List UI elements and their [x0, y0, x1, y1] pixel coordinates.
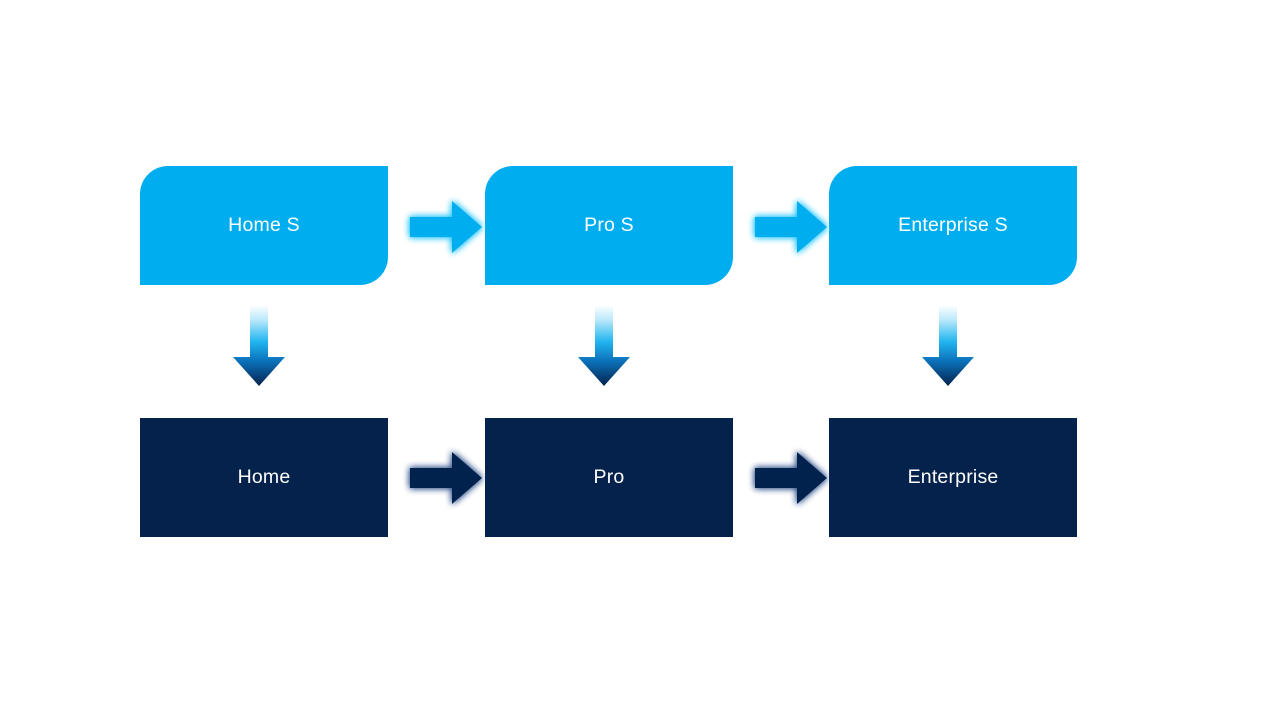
arrow-right-icon-home-s-to-pro-s: [404, 196, 488, 258]
arrow-down-icon-home-s-to-home: [230, 303, 288, 389]
node-pro-s-label: Pro S: [584, 213, 634, 236]
node-enterprise[interactable]: Enterprise: [829, 418, 1077, 537]
node-enterprise-label: Enterprise: [907, 465, 999, 488]
node-enterprise-s[interactable]: Enterprise S: [829, 166, 1077, 285]
arrow-down-icon-pro-s-to-pro: [575, 303, 633, 389]
arrow-down-icon-enterprise-s-to-enterprise: [919, 303, 977, 389]
arrow-right-icon-pro-to-enterprise: [749, 447, 833, 509]
node-pro-label: Pro: [593, 465, 625, 488]
arrow-right-icon-home-to-pro: [404, 447, 488, 509]
node-home-s[interactable]: Home S: [140, 166, 388, 285]
node-home-label: Home: [237, 465, 291, 488]
node-home[interactable]: Home: [140, 418, 388, 537]
arrow-right-icon-pro-s-to-enterprise-s: [749, 196, 833, 258]
node-pro-s[interactable]: Pro S: [485, 166, 733, 285]
node-enterprise-s-label: Enterprise S: [898, 213, 1008, 236]
node-home-s-label: Home S: [228, 213, 300, 236]
node-pro[interactable]: Pro: [485, 418, 733, 537]
